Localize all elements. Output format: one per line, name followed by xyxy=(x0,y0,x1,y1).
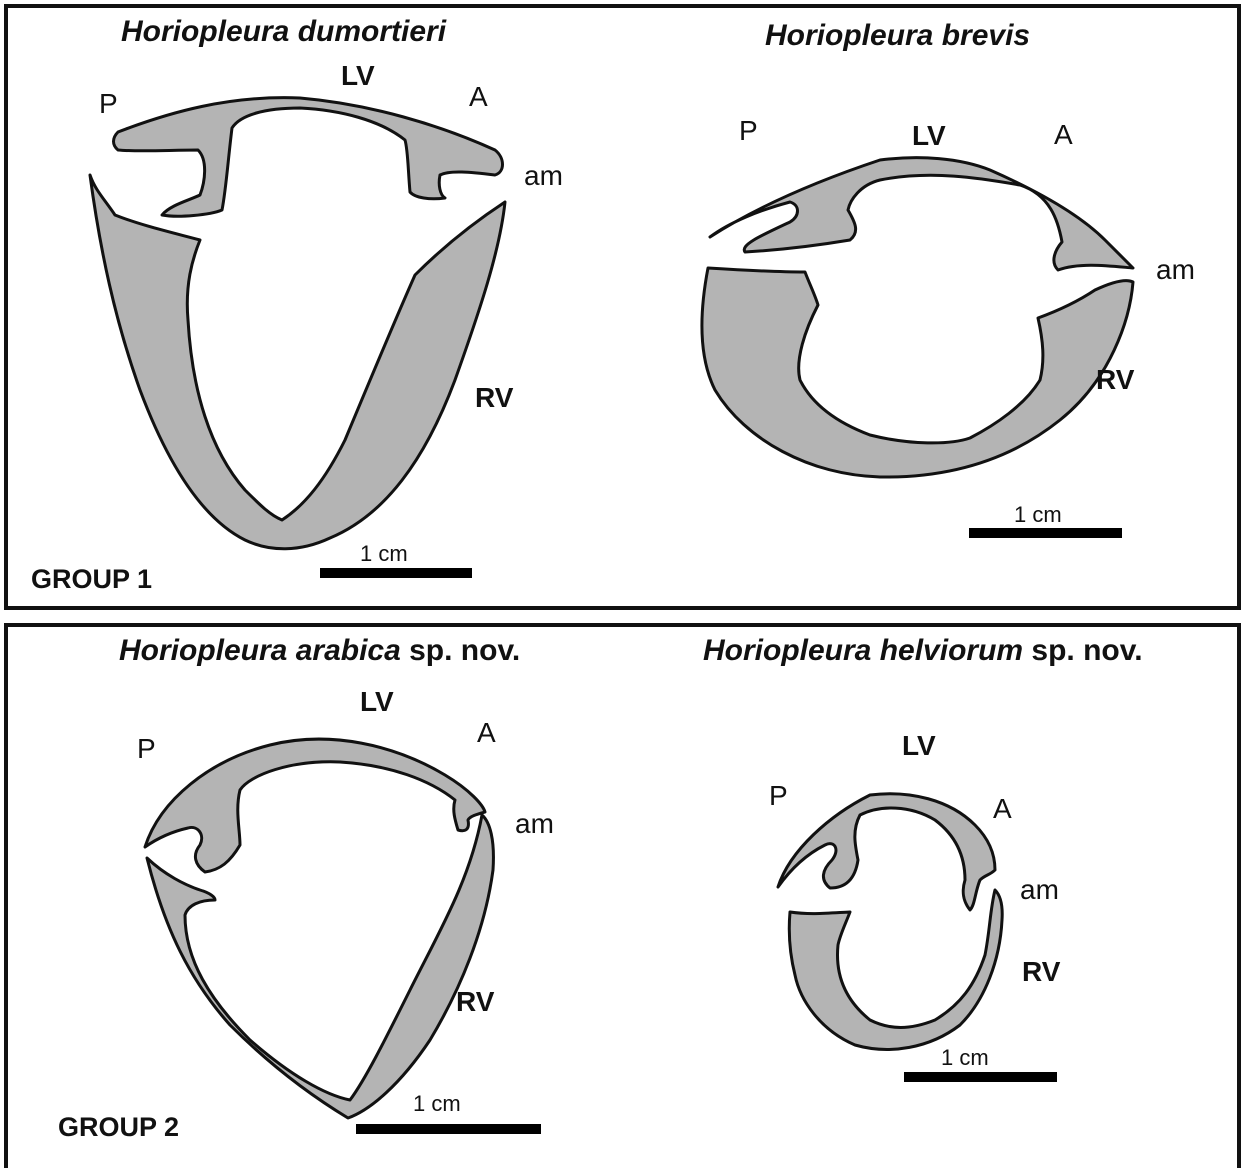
dumortieri-label-right-valve: RV xyxy=(475,384,513,412)
helviorum-label-anterior: A xyxy=(993,795,1012,823)
dumortieri-title: Horiopleura dumortieri xyxy=(121,17,446,47)
dumortieri-scale-label: 1 cm xyxy=(360,543,408,565)
brevis-label-right-valve: RV xyxy=(1096,366,1134,394)
helviorum-label-left-valve: LV xyxy=(902,732,936,760)
group-1-label: GROUP 1 xyxy=(31,566,152,593)
brevis-scale-label: 1 cm xyxy=(1014,504,1062,526)
arabica-scale-label: 1 cm xyxy=(413,1093,461,1115)
arabica-label-right-valve: RV xyxy=(456,988,494,1016)
dumortieri-label-am: am xyxy=(524,162,563,190)
dumortieri-label-anterior: A xyxy=(469,83,488,111)
brevis-label-posterior: P xyxy=(739,117,758,145)
helviorum-label-am: am xyxy=(1020,876,1059,904)
brevis-left-valve xyxy=(710,158,1133,270)
arabica-label-left-valve: LV xyxy=(360,688,394,716)
brevis-title: Horiopleura brevis xyxy=(765,21,1030,51)
dumortieri-label-left-valve: LV xyxy=(341,62,375,90)
brevis-scale-bar xyxy=(969,528,1122,538)
arabica-title: Horiopleura arabica sp. nov. xyxy=(119,636,520,666)
brevis-label-anterior: A xyxy=(1054,121,1073,149)
arabica-label-am: am xyxy=(515,810,554,838)
brevis-label-left-valve: LV xyxy=(912,122,946,150)
helviorum-right-valve xyxy=(789,890,1002,1049)
helviorum-scale-label: 1 cm xyxy=(941,1047,989,1069)
arabica-label-posterior: P xyxy=(137,735,156,763)
helviorum-label-posterior: P xyxy=(769,782,788,810)
arabica-label-anterior: A xyxy=(477,719,496,747)
brevis-right-valve xyxy=(702,268,1133,477)
dumortieri-label-posterior: P xyxy=(99,90,118,118)
dumortieri-right-valve xyxy=(90,175,505,549)
group-2-label: GROUP 2 xyxy=(58,1114,179,1141)
dumortieri-left-valve xyxy=(114,98,503,217)
helviorum-label-right-valve: RV xyxy=(1022,958,1060,986)
arabica-left-valve xyxy=(145,739,485,872)
helviorum-left-valve xyxy=(778,794,995,910)
brevis-label-am: am xyxy=(1156,256,1195,284)
arabica-scale-bar xyxy=(356,1124,541,1134)
dumortieri-scale-bar xyxy=(320,568,472,578)
helviorum-title: Horiopleura helviorum sp. nov. xyxy=(703,636,1143,666)
helviorum-scale-bar xyxy=(904,1072,1057,1082)
